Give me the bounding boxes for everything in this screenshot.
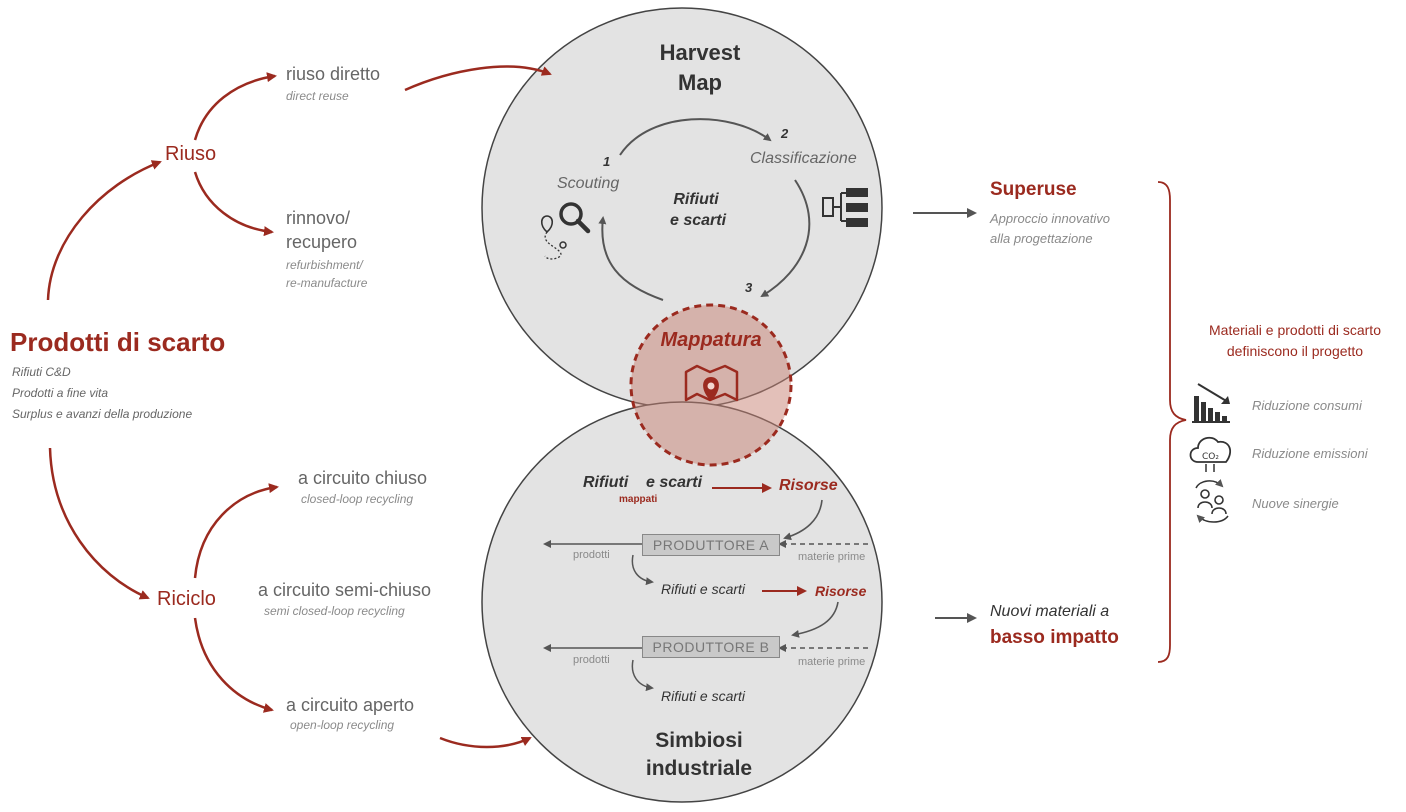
simbiosi-rifiuti-b: Rifiuti e scarti	[661, 688, 745, 704]
produttore-b-box: PRODUTTORE B	[642, 636, 780, 658]
prodotti-item: Prodotti a fine vita	[12, 386, 109, 400]
map-pin-icon	[684, 364, 739, 402]
industriale-title: industriale	[645, 757, 753, 780]
circuito-semi-chiuso-sub: semi closed-loop recycling	[264, 604, 405, 618]
harvest-center-rifiuti: Rifiuti	[673, 191, 719, 208]
arrow-prodotti-to-riciclo	[48, 447, 150, 600]
nuove-sinergie-label: Nuove sinergie	[1252, 496, 1339, 511]
materie-prime-label: materie prime	[798, 551, 866, 563]
rinnovo-label: rinnovo/	[286, 208, 351, 228]
arrow-prodotti-to-riuso	[46, 160, 162, 301]
arrow-aperto-to-simbiosi	[439, 736, 532, 749]
e-scarti-text: e scarti	[699, 688, 746, 704]
bar-chart-down-icon	[1192, 383, 1230, 423]
mappatura-label: Mappatura	[660, 329, 762, 351]
step-1-number: 1	[603, 154, 611, 169]
step-2-number: 2	[781, 126, 789, 141]
risorse-label: Risorse	[779, 477, 838, 494]
arrow-riuso-to-rinnovo	[193, 171, 274, 237]
arrow-scouting-to-classificazione	[619, 118, 772, 156]
riuso-diretto-label: riuso diretto	[286, 64, 381, 84]
simbiosi-e-scarti: e scarti	[646, 474, 703, 491]
people-cycle-icon	[1195, 478, 1229, 524]
riuso-diretto-sub: direct reuse	[286, 89, 349, 103]
simbiosi-rifiuti-a: Rifiuti e scarti	[661, 581, 745, 597]
circuito-semi-chiuso-label: a circuito semi-chiuso	[258, 580, 432, 600]
prodotti-item: Rifiuti C&D	[12, 365, 71, 379]
hierarchy-icon	[822, 188, 868, 227]
arrow-classificazione-to-mappatura	[760, 179, 811, 298]
arrow-riciclo-to-chiuso	[193, 483, 279, 579]
prodotti-label: prodotti	[573, 549, 610, 561]
riciclo-label: Riciclo	[157, 588, 216, 610]
arrow-riuso-to-riuso-diretto	[193, 72, 277, 141]
rifiuti-text: Rifiuti	[661, 688, 697, 704]
riduzione-consumi-label: Riduzione consumi	[1252, 398, 1362, 413]
simbiosi-title: Simbiosi	[655, 729, 743, 752]
risorse-label-2: Risorse	[815, 583, 867, 599]
simbiosi-rifiuti-mappati: Rifiuti	[583, 474, 629, 491]
benefits-heading-1: Materiali e prodotti di scarto	[1209, 322, 1381, 338]
recupero-label: recupero	[286, 232, 358, 252]
arrow-produttore-b-to-rifiuti	[631, 659, 654, 692]
prodotti-label: prodotti	[573, 654, 610, 666]
circuito-aperto-sub: open-loop recycling	[290, 718, 395, 732]
superuse-sub-2: alla progettazione	[990, 231, 1093, 246]
rifiuti-text: Rifiuti	[661, 581, 697, 597]
superuse-title: Superuse	[990, 179, 1077, 200]
arrow-risorse-to-produttore-b	[791, 601, 839, 638]
right-brace	[1157, 181, 1187, 663]
cloud-co2-icon: CO₂	[1189, 436, 1232, 472]
mappati-label: mappati	[619, 494, 658, 505]
circuito-chiuso-label: a circuito chiuso	[298, 468, 428, 488]
riduzione-emissioni-label: Riduzione emissioni	[1252, 446, 1368, 461]
remanufacture-sub: re-manufacture	[286, 276, 368, 290]
produttore-a-box: PRODUTTORE A	[642, 534, 780, 556]
harvest-title: Harvest	[659, 40, 741, 65]
arrow-mappatura-to-scouting	[598, 216, 664, 301]
map-title: Map	[678, 70, 722, 95]
arrow-riciclo-to-aperto	[193, 617, 274, 713]
prodotti-item: Surplus e avanzi della produzione	[12, 407, 193, 421]
search-map-icon	[540, 202, 591, 260]
refurbishment-sub: refurbishment/	[286, 258, 363, 272]
step-3-number: 3	[745, 280, 753, 295]
arrow-riuso-diretto-to-harvest	[404, 65, 552, 92]
circuito-aperto-label: a circuito aperto	[286, 695, 415, 715]
arrow-risorse-to-produttore-a	[783, 499, 823, 541]
e-scarti-text: e scarti	[699, 581, 746, 597]
benefits-heading-2: definiscono il progetto	[1226, 343, 1364, 359]
arrow-produttore-a-to-rifiuti	[631, 554, 654, 586]
svg-text:CO₂: CO₂	[1202, 452, 1219, 462]
prodotti-di-scarto-title: Prodotti di scarto	[10, 327, 226, 357]
nuovi-materiali-label: Nuovi materiali a	[990, 603, 1110, 620]
scouting-label: Scouting	[557, 175, 620, 192]
basso-impatto-label: basso impatto	[990, 627, 1119, 648]
harvest-center-scarti: e scarti	[669, 212, 727, 229]
circuito-chiuso-sub: closed-loop recycling	[301, 492, 414, 506]
superuse-sub-1: Approccio innovativo	[990, 211, 1110, 226]
riuso-label: Riuso	[165, 143, 217, 165]
classificazione-label: Classificazione	[750, 150, 857, 167]
materie-prime-label: materie prime	[798, 656, 866, 668]
